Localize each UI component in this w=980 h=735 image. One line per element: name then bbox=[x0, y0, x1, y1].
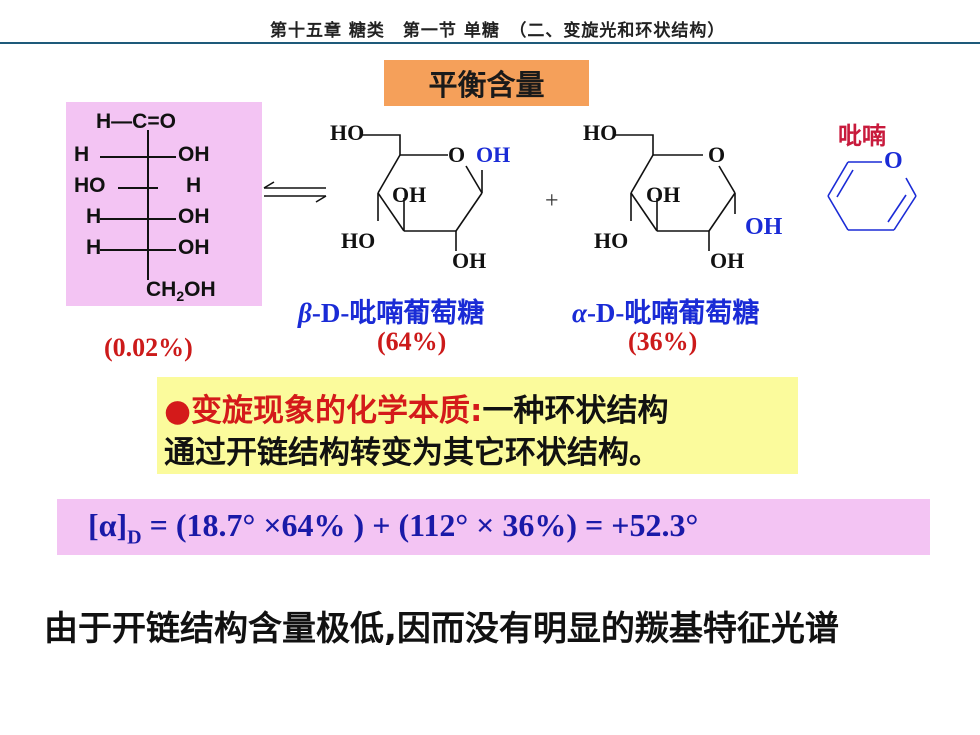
chain-ch2oh: CH2OH bbox=[146, 278, 216, 305]
chain-h-2: H bbox=[186, 174, 202, 197]
fischer-lines bbox=[100, 130, 176, 280]
beta-percent: (64%) bbox=[377, 327, 447, 356]
beta-oh-anomeric: OH bbox=[476, 142, 511, 167]
alpha-name-rest: -D-吡喃葡萄糖 bbox=[586, 298, 760, 328]
alpha-oh-mid: OH bbox=[646, 182, 681, 207]
alpha-ho-top: HO bbox=[583, 120, 618, 145]
beta-oh-mid: OH bbox=[392, 182, 427, 207]
plus-sign: + bbox=[545, 188, 559, 214]
note-box bbox=[157, 377, 798, 474]
alpha-ring bbox=[615, 134, 736, 251]
chain-oh-3: OH bbox=[178, 205, 210, 228]
note-line-1: ●变旋现象的化学本质:一种环状结构 bbox=[164, 385, 668, 430]
formula-subscript: D bbox=[127, 526, 142, 549]
chain-ho-2: HO bbox=[74, 174, 106, 197]
alpha-oh-anomeric: OH bbox=[745, 214, 783, 240]
alpha-percent: (36%) bbox=[628, 327, 698, 356]
alpha-prefix: α bbox=[572, 298, 587, 328]
chain-h-1: H bbox=[74, 143, 90, 166]
formula-rhs: = (18.7° ×64% ) + (112° × 36%) = +52.3° bbox=[141, 507, 699, 543]
chain-aldehyde: H—C=O bbox=[96, 110, 176, 133]
beta-name-rest: -D-吡喃葡萄糖 bbox=[311, 298, 485, 328]
pyran-o: O bbox=[884, 148, 903, 174]
rotation-formula: [α]D = (18.7° ×64% ) + (112° × 36%) = +5… bbox=[88, 507, 698, 549]
alpha-name: α-D-吡喃葡萄糖 bbox=[572, 291, 759, 330]
alpha-ring-o: O bbox=[708, 142, 726, 167]
pyran-ring bbox=[827, 161, 917, 231]
beta-ring-o: O bbox=[448, 142, 466, 167]
beta-ho-left: HO bbox=[341, 228, 376, 253]
equilibrium-arrow-icon bbox=[263, 181, 327, 203]
note-bullet: ●变旋现象的化学本质: bbox=[164, 393, 483, 429]
beta-oh-bottom: OH bbox=[452, 248, 487, 273]
alpha-ho-left: HO bbox=[594, 228, 629, 253]
footer-statement: 由于开链结构含量极低,因而没有明显的羰基特征光谱 bbox=[44, 609, 839, 649]
beta-ho-top: HO bbox=[330, 120, 365, 145]
chain-oh-1: OH bbox=[178, 143, 210, 166]
formula-box bbox=[57, 499, 930, 555]
alpha-oh-bottom: OH bbox=[710, 248, 745, 273]
header-rule bbox=[0, 42, 980, 44]
open-chain-structure bbox=[66, 102, 262, 306]
chapter-header: 第十五章 糖类 第一节 单糖 （二、变旋光和环状结构） bbox=[270, 21, 726, 41]
formula-lhs: [α] bbox=[88, 507, 128, 543]
title-box bbox=[384, 60, 589, 106]
chain-h-4: H bbox=[86, 236, 102, 259]
pyran-label: 吡喃 bbox=[838, 122, 886, 150]
beta-ring bbox=[362, 134, 483, 251]
chain-oh-4: OH bbox=[178, 236, 210, 259]
beta-prefix: β bbox=[298, 298, 312, 328]
chain-h-3: H bbox=[86, 205, 102, 228]
slide-title: 平衡含量 bbox=[428, 68, 545, 102]
beta-name: β-D-吡喃葡萄糖 bbox=[298, 291, 484, 330]
chain-percent: (0.02%) bbox=[104, 333, 193, 362]
note-line-2: 通过开链结构转变为其它环状结构。 bbox=[164, 435, 660, 471]
note-line-1-rest: 一种环状结构 bbox=[482, 393, 669, 429]
